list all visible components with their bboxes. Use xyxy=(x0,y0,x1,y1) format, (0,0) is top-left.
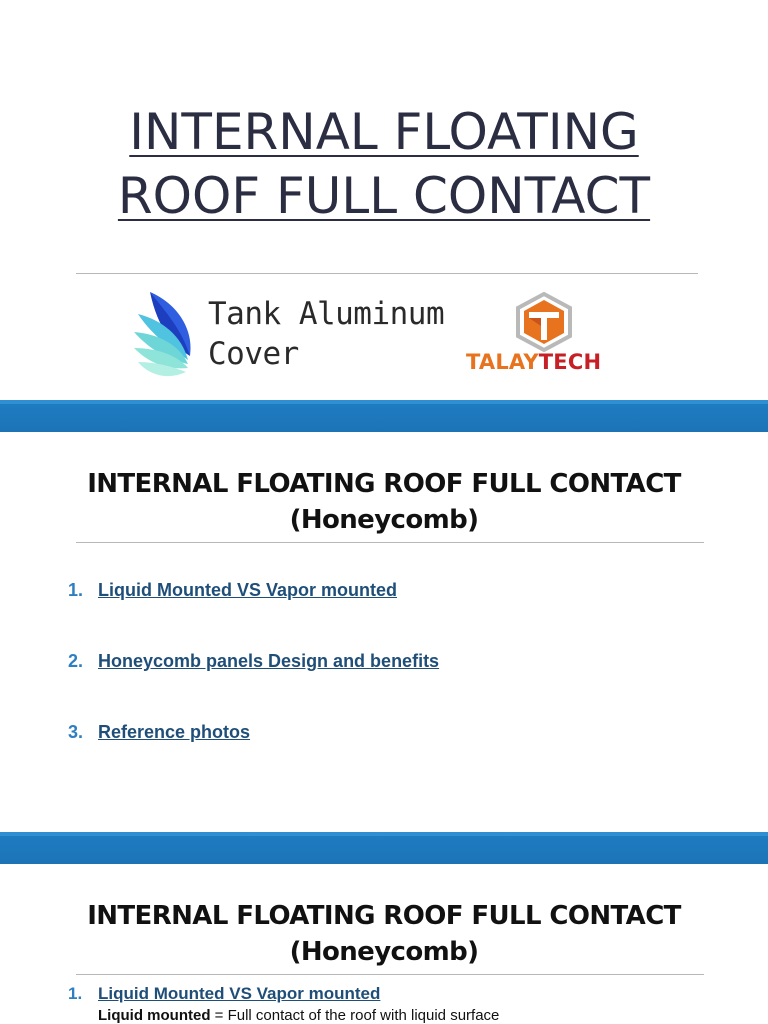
main-title: INTERNAL FLOATING ROOF FULL CONTACT xyxy=(0,100,768,228)
content-item-link[interactable]: Liquid Mounted VS Vapor mounted xyxy=(98,984,381,1003)
content-title-line2: (Honeycomb) xyxy=(289,937,479,967)
content-title-line1: INTERNAL FLOATING ROOF FULL CONTACT xyxy=(87,901,681,931)
talaytech-part1: TALAY xyxy=(466,350,539,374)
talaytech-part2: TECH xyxy=(538,350,602,374)
content-divider xyxy=(76,974,704,975)
agenda-item-3[interactable]: 3. Reference photos xyxy=(68,722,250,743)
agenda-item-number: 1. xyxy=(68,580,84,600)
main-title-line2: ROOF FULL CONTACT xyxy=(117,167,651,225)
logo-line1: Tank Aluminum xyxy=(208,296,445,332)
liquid-mounted-description: Liquid mounted = Full contact of the roo… xyxy=(98,1007,499,1024)
logo-line2: Cover xyxy=(208,336,299,372)
agenda-item-link[interactable]: Reference photos xyxy=(98,722,251,742)
talaytech-t-hexagon-logo-icon xyxy=(516,292,572,352)
agenda-item-link[interactable]: Honeycomb panels Design and benefits xyxy=(98,651,440,671)
wing-petals-logo-icon xyxy=(134,292,191,377)
agenda-item-1[interactable]: 1. Liquid Mounted VS Vapor mounted xyxy=(68,580,397,601)
description-term: Liquid mounted xyxy=(98,1007,211,1024)
title-slide: INTERNAL FLOATING ROOF FULL CONTACT Tank… xyxy=(0,0,768,400)
title-divider xyxy=(76,273,698,274)
content-item-number: 1. xyxy=(68,984,83,1003)
tank-aluminum-cover-logo: Tank Aluminum Cover xyxy=(132,290,445,380)
agenda-item-number: 3. xyxy=(68,722,84,742)
agenda-divider xyxy=(76,542,704,543)
content-item-1[interactable]: 1. Liquid Mounted VS Vapor mounted xyxy=(68,984,380,1004)
main-title-line1: INTERNAL FLOATING xyxy=(129,103,639,161)
agenda-item-2[interactable]: 2. Honeycomb panels Design and benefits xyxy=(68,651,439,672)
content-slide: INTERNAL FLOATING ROOF FULL CONTACT (Hon… xyxy=(0,864,768,1024)
content-title: INTERNAL FLOATING ROOF FULL CONTACT (Hon… xyxy=(0,898,768,970)
agenda-title-line2: (Honeycomb) xyxy=(289,505,479,535)
agenda-title-line1: INTERNAL FLOATING ROOF FULL CONTACT xyxy=(87,469,681,499)
tank-aluminum-cover-wordmark: Tank Aluminum Cover xyxy=(208,294,445,374)
agenda-title: INTERNAL FLOATING ROOF FULL CONTACT (Hon… xyxy=(0,466,768,538)
slide-separator-band xyxy=(0,832,768,864)
talaytech-wordmark: TALAYTECH xyxy=(466,350,601,374)
talaytech-logo: TALAYTECH xyxy=(466,292,626,378)
agenda-item-link[interactable]: Liquid Mounted VS Vapor mounted xyxy=(98,580,397,600)
description-text: = Full contact of the roof with liquid s… xyxy=(210,1007,500,1024)
slide-separator-band xyxy=(0,400,768,432)
agenda-item-number: 2. xyxy=(68,651,84,671)
agenda-slide: INTERNAL FLOATING ROOF FULL CONTACT (Hon… xyxy=(0,432,768,832)
